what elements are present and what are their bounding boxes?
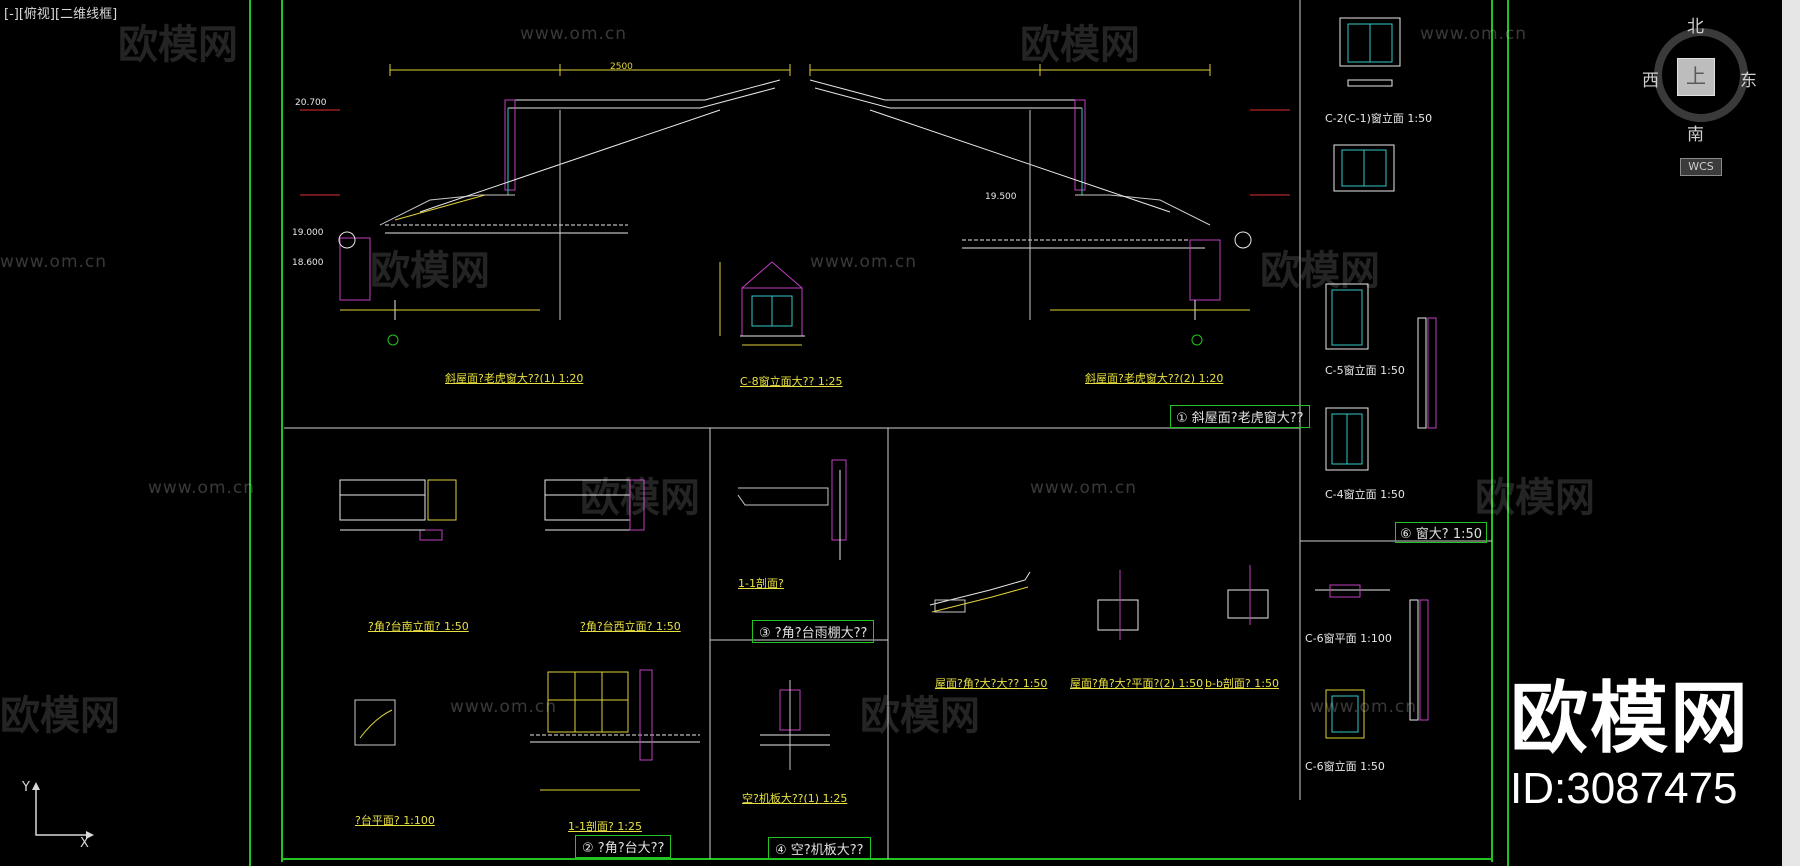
c8-dormer-elevation	[719, 261, 805, 346]
label-balcony-plan: ?台平面? 1:100	[355, 814, 435, 827]
window-elevations-column	[1315, 17, 1437, 739]
brand-stamp: 欧模网 ID:3087475	[1510, 675, 1750, 815]
panel6-title: ⑥ 窗大? 1:50	[1395, 522, 1488, 543]
label-c6-plan: C-6窗平面 1:100	[1305, 632, 1392, 645]
label-eave-section-bb: b-b剖面? 1:50	[1205, 677, 1279, 690]
label-c2-elevation: C-2(C-1)窗立面 1:50	[1325, 112, 1433, 125]
watermark-url: www.om.cn	[1310, 697, 1418, 717]
watermark-url: www.om.cn	[520, 24, 628, 44]
balcony-elevations	[339, 479, 645, 541]
viewcube-top-face[interactable]: 上	[1677, 58, 1715, 96]
label-canopy-section: 1-1剖面?	[738, 577, 784, 590]
viewcube[interactable]: 上 北 南 西 东	[1642, 17, 1757, 145]
label-balcony-elevation-south: ?角?台南立面? 1:50	[368, 620, 469, 633]
watermark-url: www.om.cn	[148, 478, 256, 498]
watermark-logo: 欧模网	[0, 693, 120, 739]
eave-details	[929, 565, 1269, 640]
watermark-url: www.om.cn	[810, 252, 918, 272]
watermark-url: www.om.cn	[0, 252, 108, 272]
watermark-logo: 欧模网	[1475, 475, 1595, 521]
dimension-top: 2500	[610, 62, 633, 72]
watermark-url: www.om.cn	[1420, 24, 1528, 44]
compass-ring[interactable]	[1654, 28, 1748, 122]
viewport-menu-button[interactable]: [-]	[4, 7, 19, 22]
label-eave-detail-2: 屋面?角?大?平面?(2) 1:50	[1070, 677, 1204, 690]
watermark-logo: 欧模网	[1020, 22, 1140, 68]
elevation-mark-20700: 20.700	[295, 98, 327, 108]
watermark-url: www.om.cn	[450, 697, 558, 717]
panel3-title: ③ ?角?台雨棚大??	[752, 620, 875, 643]
wcs-menu-button[interactable]: WCS	[1680, 158, 1722, 176]
brand-name: 欧模网	[1510, 674, 1751, 764]
watermark-logo: 欧模网	[1260, 248, 1380, 294]
brand-id: ID:3087475	[1510, 764, 1738, 813]
label-c6-elevation: C-6窗立面 1:50	[1305, 760, 1385, 773]
elevation-mark-19500: 19.500	[985, 192, 1017, 202]
vertical-scrollbar[interactable]	[1782, 0, 1800, 866]
label-c4-elevation: C-4窗立面 1:50	[1325, 488, 1405, 501]
elevation-mark-18600: 18.600	[292, 258, 324, 268]
panel1-title: ① 斜屋面?老虎窗大??	[1170, 405, 1310, 428]
watermark-logo: 欧模网	[580, 475, 700, 521]
label-c8-elevation: C-8窗立面大?? 1:25	[740, 375, 843, 388]
watermark-logo: 欧模网	[860, 693, 980, 739]
viewport-controls: [-][俯视][二维线框]	[4, 3, 117, 22]
roof-section-right	[809, 64, 1290, 346]
label-balcony-elevation-west: ?角?台西立面? 1:50	[580, 620, 681, 633]
visual-style-button[interactable]: [二维线框]	[55, 7, 118, 22]
panel4-title: ④ 空?机板大??	[768, 837, 871, 860]
view-mode-button[interactable]: [俯视]	[18, 7, 55, 22]
drawing-frames	[249, 0, 1509, 866]
label-c5-elevation: C-5窗立面 1:50	[1325, 364, 1405, 377]
elevation-mark-19000: 19.000	[292, 228, 324, 238]
ucs-y-label: Y	[22, 780, 30, 795]
watermark-url: www.om.cn	[1030, 478, 1138, 498]
compass-south[interactable]: 南	[1687, 125, 1704, 145]
roof-section-left	[300, 64, 791, 346]
compass-west[interactable]: 西	[1642, 71, 1659, 91]
ucs-x-label: X	[80, 836, 89, 851]
watermark-logo: 欧模网	[118, 22, 238, 68]
compass-north[interactable]: 北	[1687, 17, 1704, 37]
label-ac-panel: 空?机板大??(1) 1:25	[742, 792, 848, 805]
compass-east[interactable]: 东	[1740, 71, 1757, 91]
label-roof-section-left: 斜屋面?老虎窗大??(1) 1:20	[445, 372, 584, 385]
watermark-logo: 欧模网	[370, 248, 490, 294]
panel2-title: ② ?角?台大??	[575, 835, 672, 858]
label-roof-section-right: 斜屋面?老虎窗大??(2) 1:20	[1085, 372, 1224, 385]
ucs-icon: Y X	[18, 780, 98, 851]
label-balcony-section: 1-1剖面? 1:25	[568, 820, 643, 833]
label-eave-detail-1: 屋面?角?大?大?? 1:50	[935, 677, 1048, 690]
balcony-plan-section	[354, 669, 700, 791]
canopy-and-ac-details	[737, 459, 847, 770]
